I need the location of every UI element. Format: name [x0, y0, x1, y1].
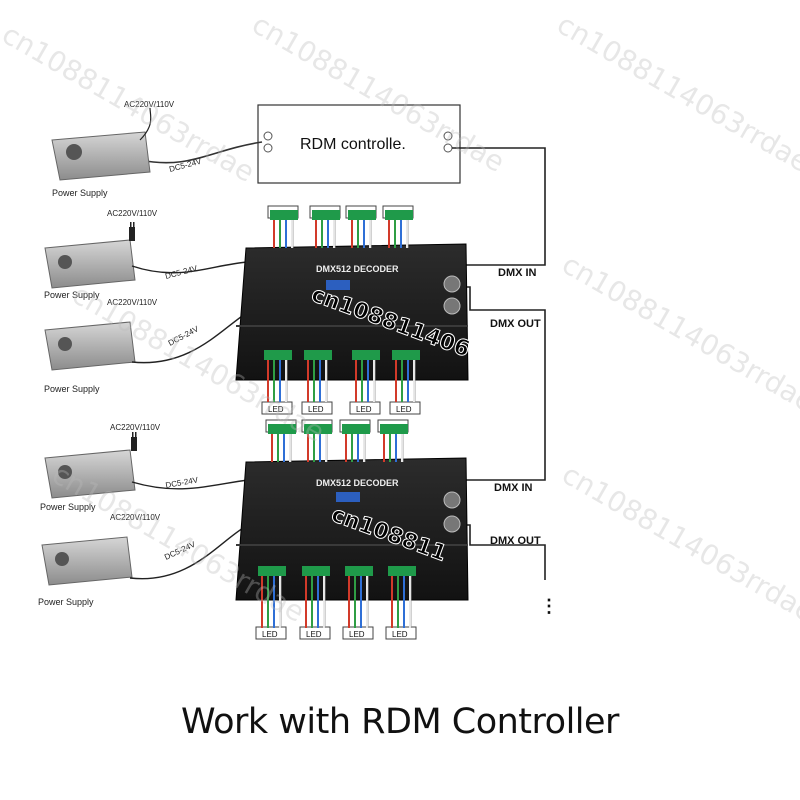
led-output-d1-top-3: LED	[345, 205, 377, 248]
terminal-block	[345, 566, 373, 576]
led-output-d1-bottom-4: LED	[389, 350, 421, 415]
ac-label: AC220V/110V	[107, 298, 158, 307]
led-output-d2-top-4: LED	[377, 419, 409, 462]
led-output-d2-top-3: LED	[339, 419, 371, 462]
led-output-d2-bottom-1: LED	[255, 566, 287, 640]
led-label: LED	[268, 405, 284, 414]
led-label-box	[301, 401, 333, 415]
ac-label: AC220V/110V	[124, 100, 175, 109]
terminal-block	[302, 566, 330, 576]
terminal-block	[348, 210, 376, 220]
led-output-d2-top-2: LED	[301, 419, 333, 462]
terminal-block	[264, 350, 292, 360]
led-output-d1-bottom-2: LED	[301, 350, 333, 415]
power-supply-icon	[44, 449, 136, 499]
diagram-caption: Work with RDM Controller	[181, 702, 619, 742]
chain-continuation: ⋮	[540, 596, 558, 616]
dmx-in-label-1: DMX IN	[498, 267, 537, 279]
led-output-d1-top-4: LED	[382, 205, 414, 248]
terminal-block	[258, 566, 286, 576]
power-supply-4: Power Supply AC220V/110V DC5-24V	[40, 423, 249, 512]
power-plug-icon	[131, 432, 137, 451]
dmx-wiring	[139, 141, 546, 580]
terminal-block	[352, 350, 380, 360]
led-output-d2-bottom-2: LED	[299, 566, 331, 640]
rdm-controller-label: RDM controlle.	[300, 136, 406, 153]
led-label: LED	[262, 630, 278, 639]
watermark: cn1088114063rrdae	[557, 247, 800, 418]
led-label: LED	[349, 630, 365, 639]
xlr-connector-icon	[443, 515, 461, 533]
watermark: cn1088114063rrdae	[552, 7, 800, 178]
led-output-d2-bottom-4: LED	[385, 566, 417, 640]
terminal-block	[304, 350, 332, 360]
power-plug-icon	[129, 222, 135, 241]
led-label-box	[261, 401, 293, 415]
power-supply-label: Power Supply	[44, 290, 100, 300]
led-output-d2-bottom-3: LED	[342, 566, 374, 640]
dmx-in-label-2: DMX IN	[494, 482, 533, 494]
led-label-box	[389, 401, 421, 415]
ac-label: AC220V/110V	[110, 513, 161, 522]
led-label: LED	[356, 405, 372, 414]
led-label-box	[349, 401, 381, 415]
dmx-out-label-1: DMX OUT	[490, 318, 541, 330]
terminal-block	[385, 210, 413, 220]
led-output-d2-top-1: LED	[265, 419, 297, 462]
led-output-d1-top-2: LED	[309, 205, 341, 248]
watermark-layer: cn1088114063rrdae cn1088114063rrdae cn10…	[0, 7, 800, 628]
xlr-connector-icon	[443, 275, 461, 293]
dmx-out-label-2: DMX OUT	[490, 535, 541, 547]
terminal-block	[304, 424, 332, 434]
terminal-block	[312, 210, 340, 220]
terminal-block	[342, 424, 370, 434]
decoder-title: DMX512 DECODER	[316, 264, 399, 274]
led-label-box	[385, 626, 417, 640]
led-output-d1-top-1: LED	[267, 205, 299, 248]
led-label: LED	[308, 405, 324, 414]
xlr-connector-icon	[443, 491, 461, 509]
xlr-connector-icon	[443, 297, 461, 315]
terminal-block	[380, 424, 408, 434]
terminal-block	[388, 566, 416, 576]
power-supply-icon	[44, 321, 136, 371]
led-label-box	[255, 626, 287, 640]
led-label-box	[299, 626, 331, 640]
decoder-title: DMX512 DECODER	[316, 478, 399, 488]
led-output-d1-bottom-3: LED	[349, 350, 381, 415]
watermark: cn1088114063rrdae	[557, 457, 800, 628]
led-outputs: LEDLEDLEDLEDLEDLEDLEDLEDLEDLEDLEDLEDLEDL…	[255, 205, 421, 640]
ac-label: AC220V/110V	[107, 209, 158, 218]
terminal-block	[270, 210, 298, 220]
terminal-block	[392, 350, 420, 360]
power-supply-icon	[41, 536, 133, 586]
led-label: LED	[392, 630, 408, 639]
terminal-block	[268, 424, 296, 434]
led-label-box	[342, 626, 374, 640]
led-output-d1-bottom-1: LED	[261, 350, 293, 415]
led-label: LED	[396, 405, 412, 414]
power-supply-icon	[44, 239, 136, 289]
dmx512-decoder-1: DMX512 DECODER	[235, 243, 469, 381]
power-supply-label: Power Supply	[52, 188, 108, 198]
power-supply-label: Power Supply	[40, 502, 96, 512]
power-supply-label: Power Supply	[44, 384, 100, 394]
power-supply-label: Power Supply	[38, 597, 94, 607]
power-supply-2: Power Supply AC220V/110V DC5-24V	[44, 209, 249, 300]
rdm-controller: RDM controlle.	[257, 104, 461, 184]
power-supply-icon	[51, 131, 151, 181]
dmx512-decoder-2: DMX512 DECODER	[235, 457, 469, 601]
led-label: LED	[306, 630, 322, 639]
ac-label: AC220V/110V	[110, 423, 161, 432]
